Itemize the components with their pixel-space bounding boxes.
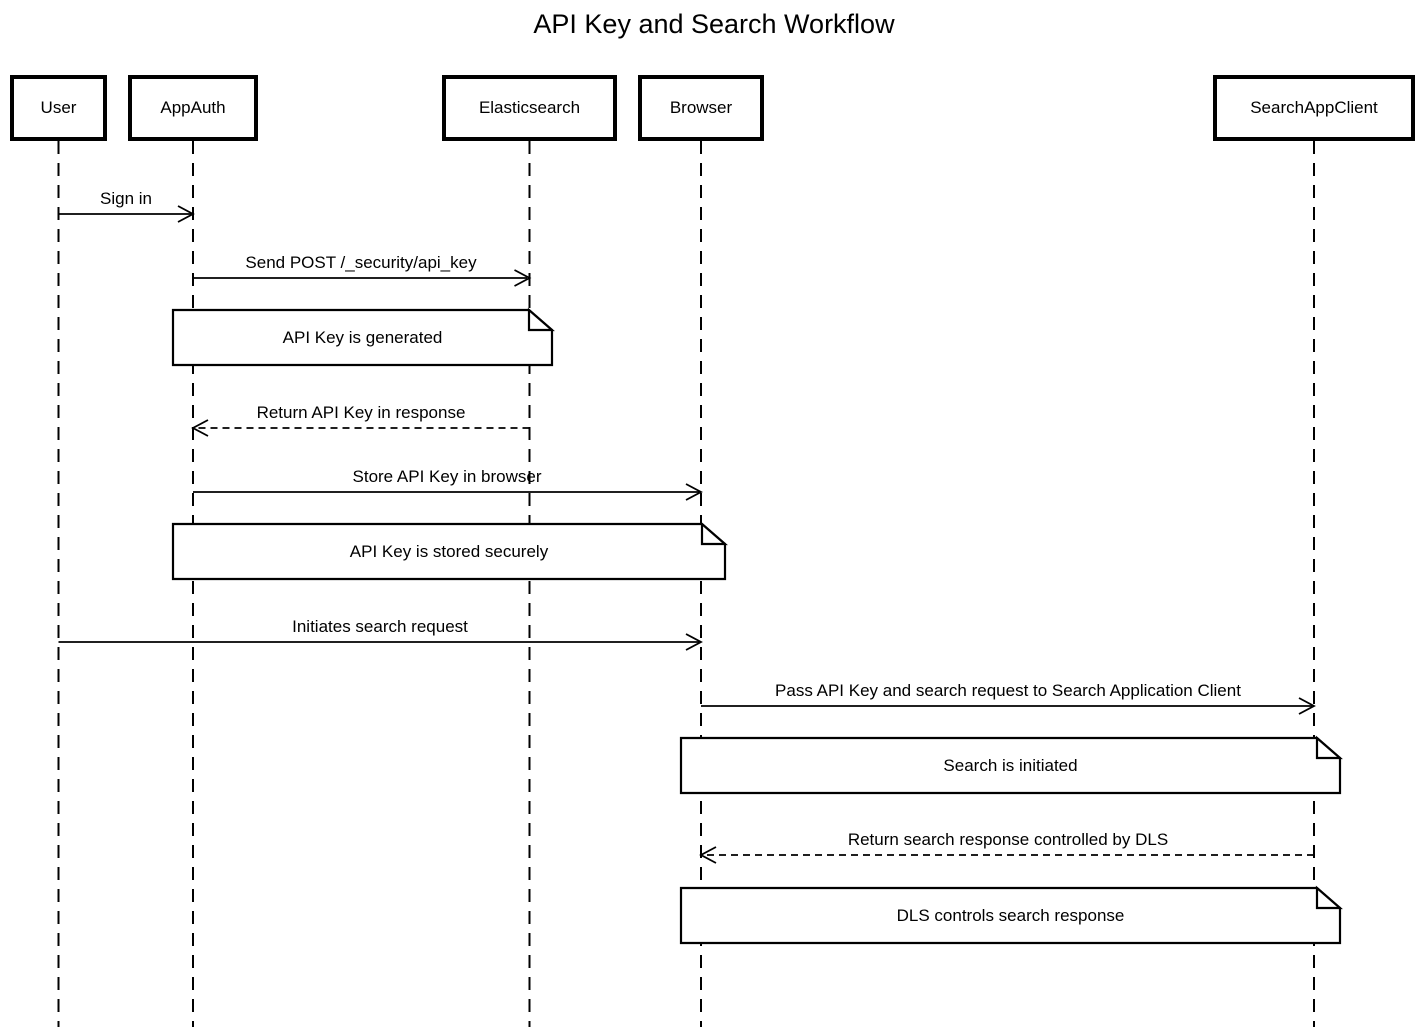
arrow-initiates-search-request bbox=[58, 633, 703, 651]
arrowhead-left bbox=[699, 846, 717, 864]
actor-box-elasticsearch: Elasticsearch bbox=[442, 75, 617, 141]
actor-box-searchappclient: SearchAppClient bbox=[1213, 75, 1415, 141]
note-search-is-initiated bbox=[679, 735, 1343, 795]
note-label-search-initiated: Search is initiated bbox=[943, 755, 1078, 775]
arrowhead-left bbox=[191, 419, 209, 437]
message-label-return-api-key: Return API Key in response bbox=[256, 403, 466, 422]
message-label-send-post: Send POST /_security/api_key bbox=[245, 253, 477, 272]
arrowhead-right bbox=[514, 269, 532, 287]
message-label-pass-api-key: Pass API Key and search request to Searc… bbox=[775, 681, 1241, 700]
arrow-send-post-security-api-key bbox=[193, 269, 532, 287]
note-label-dls-controls: DLS controls search response bbox=[896, 905, 1125, 925]
actor-box-user: User bbox=[10, 75, 107, 141]
arrow-store-api-key-in-browser bbox=[193, 483, 703, 501]
actor-label-appauth: AppAuth bbox=[160, 98, 226, 117]
arrow-sign-in bbox=[58, 205, 195, 223]
note-fold-corner bbox=[1315, 735, 1343, 760]
arrow-pass-api-key-to-search-application-client bbox=[701, 697, 1316, 715]
actor-label-browser: Browser bbox=[669, 98, 733, 117]
note-label-api-key-generated: API Key is generated bbox=[282, 327, 443, 347]
note-fold-corner bbox=[527, 307, 555, 332]
note-dls-controls-search-response bbox=[679, 885, 1343, 945]
message-label-initiates-search: Initiates search request bbox=[292, 617, 468, 636]
arrow-return-api-key-in-response bbox=[191, 419, 530, 437]
note-fold-corner bbox=[700, 521, 728, 546]
actor-label-elasticsearch: Elasticsearch bbox=[478, 98, 581, 117]
note-label-api-key-stored: API Key is stored securely bbox=[349, 541, 549, 561]
note-api-key-generated bbox=[171, 307, 555, 367]
message-label-return-search-response: Return search response controlled by DLS bbox=[847, 830, 1169, 849]
arrow-return-search-response-dls bbox=[699, 846, 1314, 864]
arrowhead-right bbox=[177, 205, 195, 223]
note-api-key-stored-securely bbox=[171, 521, 728, 581]
actor-label-searchappclient: SearchAppClient bbox=[1250, 98, 1378, 117]
actor-box-browser: Browser bbox=[638, 75, 764, 141]
message-label-store-api-key: Store API Key in browser bbox=[352, 467, 542, 486]
actor-label-user: User bbox=[40, 98, 77, 117]
diagram-title: API Key and Search Workflow bbox=[533, 9, 895, 39]
arrowhead-right bbox=[1298, 697, 1316, 715]
arrowhead-right bbox=[685, 483, 703, 501]
actor-box-appauth: AppAuth bbox=[128, 75, 258, 141]
message-label-sign-in: Sign in bbox=[100, 189, 152, 208]
arrowhead-right bbox=[685, 633, 703, 651]
note-fold-corner bbox=[1315, 885, 1343, 910]
